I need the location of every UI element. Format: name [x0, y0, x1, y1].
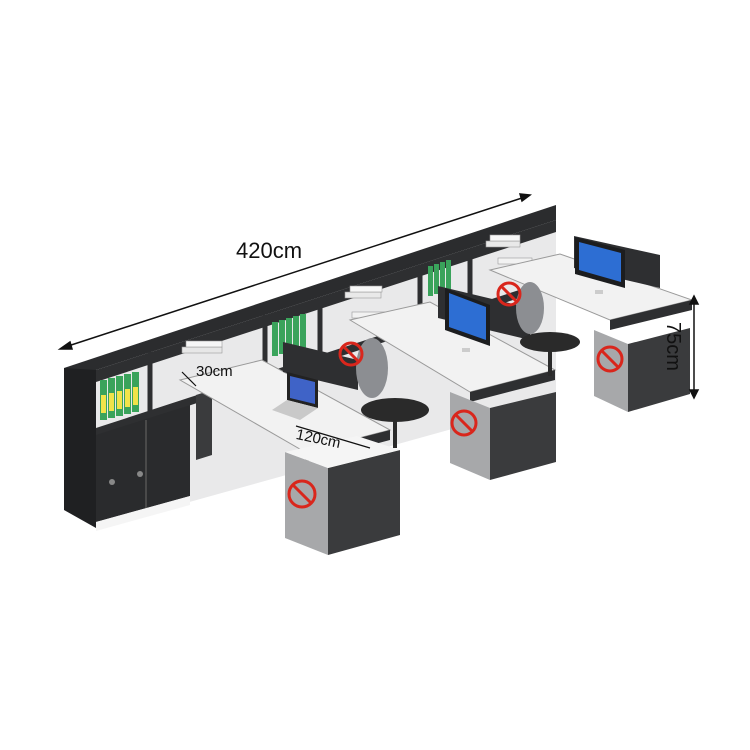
depth-dimension-line — [181, 371, 197, 387]
cabinet-depth-label: 30cm — [196, 363, 233, 380]
office-chair-icon — [356, 282, 580, 448]
monitor-icon — [445, 237, 625, 352]
prohibition-icon — [287, 281, 624, 509]
green-binders — [100, 260, 451, 420]
pc-tower — [196, 390, 212, 460]
laptop-icon — [272, 372, 318, 420]
width-dimension-line — [57, 193, 532, 350]
height-label: 75cm — [662, 322, 684, 371]
height-dimension-line — [688, 294, 700, 400]
desk-2 — [348, 301, 557, 480]
overall-width-label: 420cm — [236, 238, 303, 263]
desk-dimension-line — [295, 425, 371, 449]
